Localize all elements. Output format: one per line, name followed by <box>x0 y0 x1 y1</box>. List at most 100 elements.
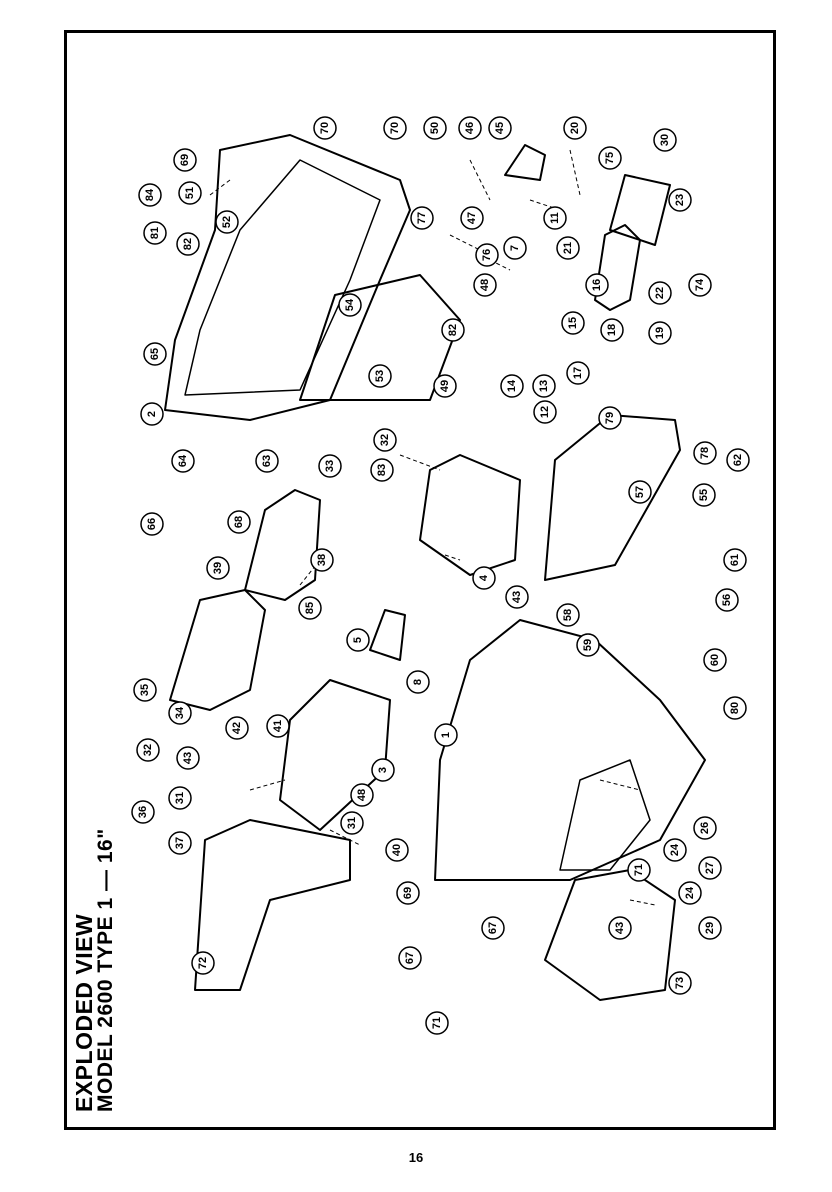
cover-part <box>299 274 461 401</box>
callout-16: 16 <box>585 273 609 297</box>
callout-number: 71 <box>633 864 645 876</box>
callout-number: 61 <box>729 554 741 566</box>
callout-circle <box>715 588 739 612</box>
callout-32: 32 <box>136 738 160 762</box>
callout-circle <box>608 916 632 940</box>
callout-72: 72 <box>191 951 215 975</box>
callout-number: 29 <box>704 922 716 934</box>
callout-circle <box>698 856 722 880</box>
callout-number: 21 <box>562 242 574 254</box>
callout-77: 77 <box>410 206 434 230</box>
callout-8: 8 <box>406 670 430 694</box>
callout-number: 79 <box>604 412 616 424</box>
callout-57: 57 <box>628 480 652 504</box>
callout-number: 67 <box>487 922 499 934</box>
callout-67: 67 <box>398 946 422 970</box>
callout-55: 55 <box>692 483 716 507</box>
callout-circle <box>628 480 652 504</box>
callout-circle <box>227 510 251 534</box>
callout-number: 59 <box>582 639 594 651</box>
callout-circle <box>505 585 529 609</box>
callout-14: 14 <box>500 374 524 398</box>
callout-circle <box>140 402 164 426</box>
callout-number: 1 <box>440 732 452 738</box>
callout-circle <box>556 236 580 260</box>
title-block: EXPLODED VIEW MODEL 2600 TYPE 1 — 16" <box>67 40 117 1130</box>
callout-number: 69 <box>179 154 191 166</box>
callout-number: 31 <box>346 817 358 829</box>
callout-circle <box>168 831 192 855</box>
callout-79: 79 <box>598 406 622 430</box>
callout-number: 7 <box>509 245 521 251</box>
callout-number: 55 <box>698 489 710 501</box>
callout-64: 64 <box>171 449 195 473</box>
callout-33: 33 <box>318 454 342 478</box>
callout-circle <box>481 916 505 940</box>
callout-circle <box>140 512 164 536</box>
gear-part <box>369 609 406 661</box>
callout-number: 73 <box>674 977 686 989</box>
callout-circle <box>131 800 155 824</box>
callout-43: 43 <box>608 916 632 940</box>
armature-part <box>244 489 321 601</box>
front-handle-part <box>194 819 351 991</box>
callout-circle <box>566 361 590 385</box>
callout-circle <box>143 342 167 366</box>
callout-82: 82 <box>441 318 465 342</box>
callout-number: 42 <box>231 722 243 734</box>
callout-37: 37 <box>168 831 192 855</box>
callout-63: 63 <box>255 449 279 473</box>
callout-circle <box>373 428 397 452</box>
callout-circle <box>310 548 334 572</box>
callout-number: 36 <box>137 806 149 818</box>
callout-circle <box>143 221 167 245</box>
callout-number: 24 <box>669 843 681 856</box>
callout-number: 3 <box>377 767 389 773</box>
callout-circle <box>350 783 374 807</box>
callout-number: 17 <box>572 367 584 379</box>
callout-59: 59 <box>576 633 600 657</box>
callout-11: 11 <box>543 206 567 230</box>
page-number: 16 <box>408 1150 424 1165</box>
callout-number: 50 <box>429 122 441 134</box>
callout-number: 49 <box>439 380 451 392</box>
callout-35: 35 <box>133 678 157 702</box>
callout-circle <box>368 364 392 388</box>
callout-number: 34 <box>174 706 186 719</box>
callout-number: 23 <box>674 194 686 206</box>
callout-circle <box>136 738 160 762</box>
callout-13: 13 <box>532 374 556 398</box>
callout-number: 48 <box>356 789 368 801</box>
callout-number: 65 <box>149 348 161 360</box>
callout-circle <box>433 374 457 398</box>
callout-7: 7 <box>503 236 527 260</box>
callout-circle <box>543 206 567 230</box>
callout-number: 31 <box>174 792 186 804</box>
callout-number: 52 <box>221 216 233 228</box>
callout-71: 71 <box>627 858 651 882</box>
callout-circle <box>678 881 702 905</box>
callout-62: 62 <box>726 448 750 472</box>
callout-circle <box>556 603 580 627</box>
callout-circle <box>598 406 622 430</box>
callout-number: 56 <box>721 594 733 606</box>
callout-number: 58 <box>562 609 574 621</box>
callout-number: 70 <box>389 122 401 134</box>
guide-bar-part <box>544 414 681 581</box>
callout-58: 58 <box>556 603 580 627</box>
callout-73: 73 <box>668 971 692 995</box>
callout-circle <box>703 648 727 672</box>
callout-circle <box>668 971 692 995</box>
callout-number: 45 <box>494 122 506 134</box>
callout-number: 39 <box>212 562 224 574</box>
callout-85: 85 <box>298 596 322 620</box>
callout-circle <box>168 786 192 810</box>
callout-number: 69 <box>402 887 414 899</box>
callout-32: 32 <box>373 428 397 452</box>
callout-circle <box>723 696 747 720</box>
callout-60: 60 <box>703 648 727 672</box>
chain-cover-part <box>544 869 676 1001</box>
callout-number: 57 <box>634 486 646 498</box>
callout-75: 75 <box>598 146 622 170</box>
